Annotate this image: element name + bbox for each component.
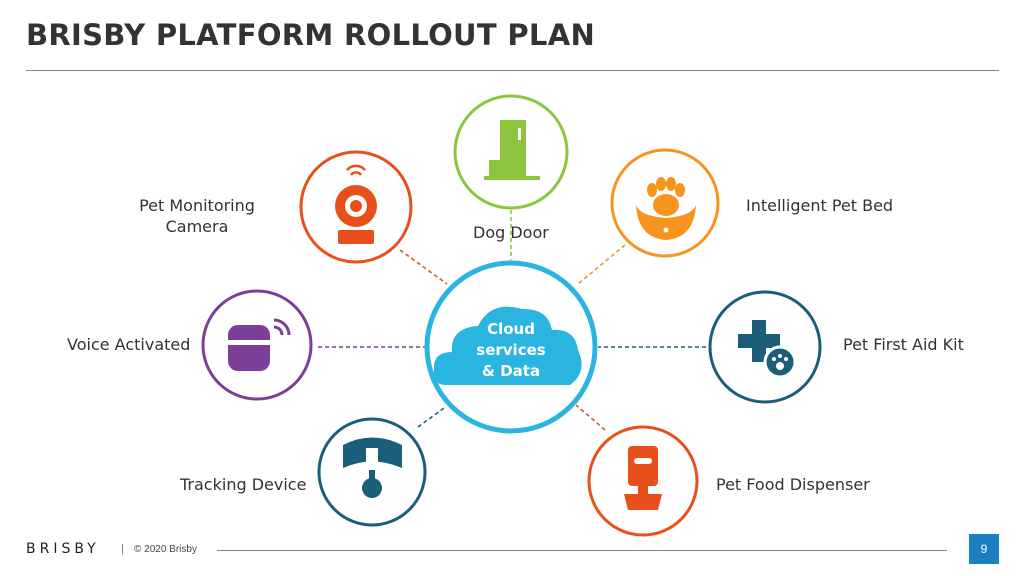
center-node: Cloud services & Data — [424, 260, 598, 434]
door-icon — [484, 120, 540, 180]
footer-brand-logo: BRISBY — [26, 541, 100, 557]
footer-divider — [217, 550, 947, 551]
node-tracking-device — [317, 417, 427, 527]
page-title: BRISBY PLATFORM ROLLOUT PLAN — [26, 18, 596, 52]
collar-icon — [343, 437, 402, 498]
title-divider — [26, 70, 999, 71]
label-voice-activated: Voice Activated — [67, 335, 191, 354]
footer-separator: | — [121, 543, 124, 555]
node-pet-monitoring-camera — [299, 150, 413, 264]
label-tracking-device: Tracking Device — [180, 475, 307, 494]
center-line-3: & Data — [482, 362, 540, 380]
label-camera-line-2: Camera — [165, 217, 229, 236]
smart-speaker-icon — [228, 318, 291, 371]
connector-camera — [399, 249, 448, 285]
connector-pet-bed — [577, 244, 626, 285]
label-dog-door: Dog Door — [473, 223, 549, 242]
center-line-2: services — [476, 341, 545, 359]
footer-copyright: © 2020 Brisby — [134, 544, 197, 555]
label-intelligent-pet-bed: Intelligent Pet Bed — [746, 196, 894, 215]
label-pet-first-aid-kit: Pet First Aid Kit — [843, 335, 964, 354]
connector-tracking — [417, 407, 445, 428]
node-pet-first-aid-kit — [708, 290, 822, 404]
paw-bed-icon — [636, 177, 696, 240]
food-dispenser-icon — [624, 446, 662, 510]
page-number-badge: 9 — [969, 534, 999, 564]
label-camera-line-1: Pet Monitoring — [139, 196, 255, 215]
connector-food-dispenser — [575, 404, 606, 431]
node-dog-door — [453, 94, 569, 210]
center-line-1: Cloud — [487, 320, 535, 338]
node-voice-activated — [201, 289, 313, 401]
cloud-icon — [433, 306, 582, 385]
camera-icon — [335, 164, 377, 244]
label-pet-food-dispenser: Pet Food Dispenser — [716, 475, 870, 494]
node-intelligent-pet-bed — [610, 148, 720, 258]
first-aid-icon — [738, 320, 797, 379]
label-pet-monitoring-camera: Pet Monitoring Camera — [112, 195, 282, 237]
node-pet-food-dispenser — [587, 425, 699, 537]
